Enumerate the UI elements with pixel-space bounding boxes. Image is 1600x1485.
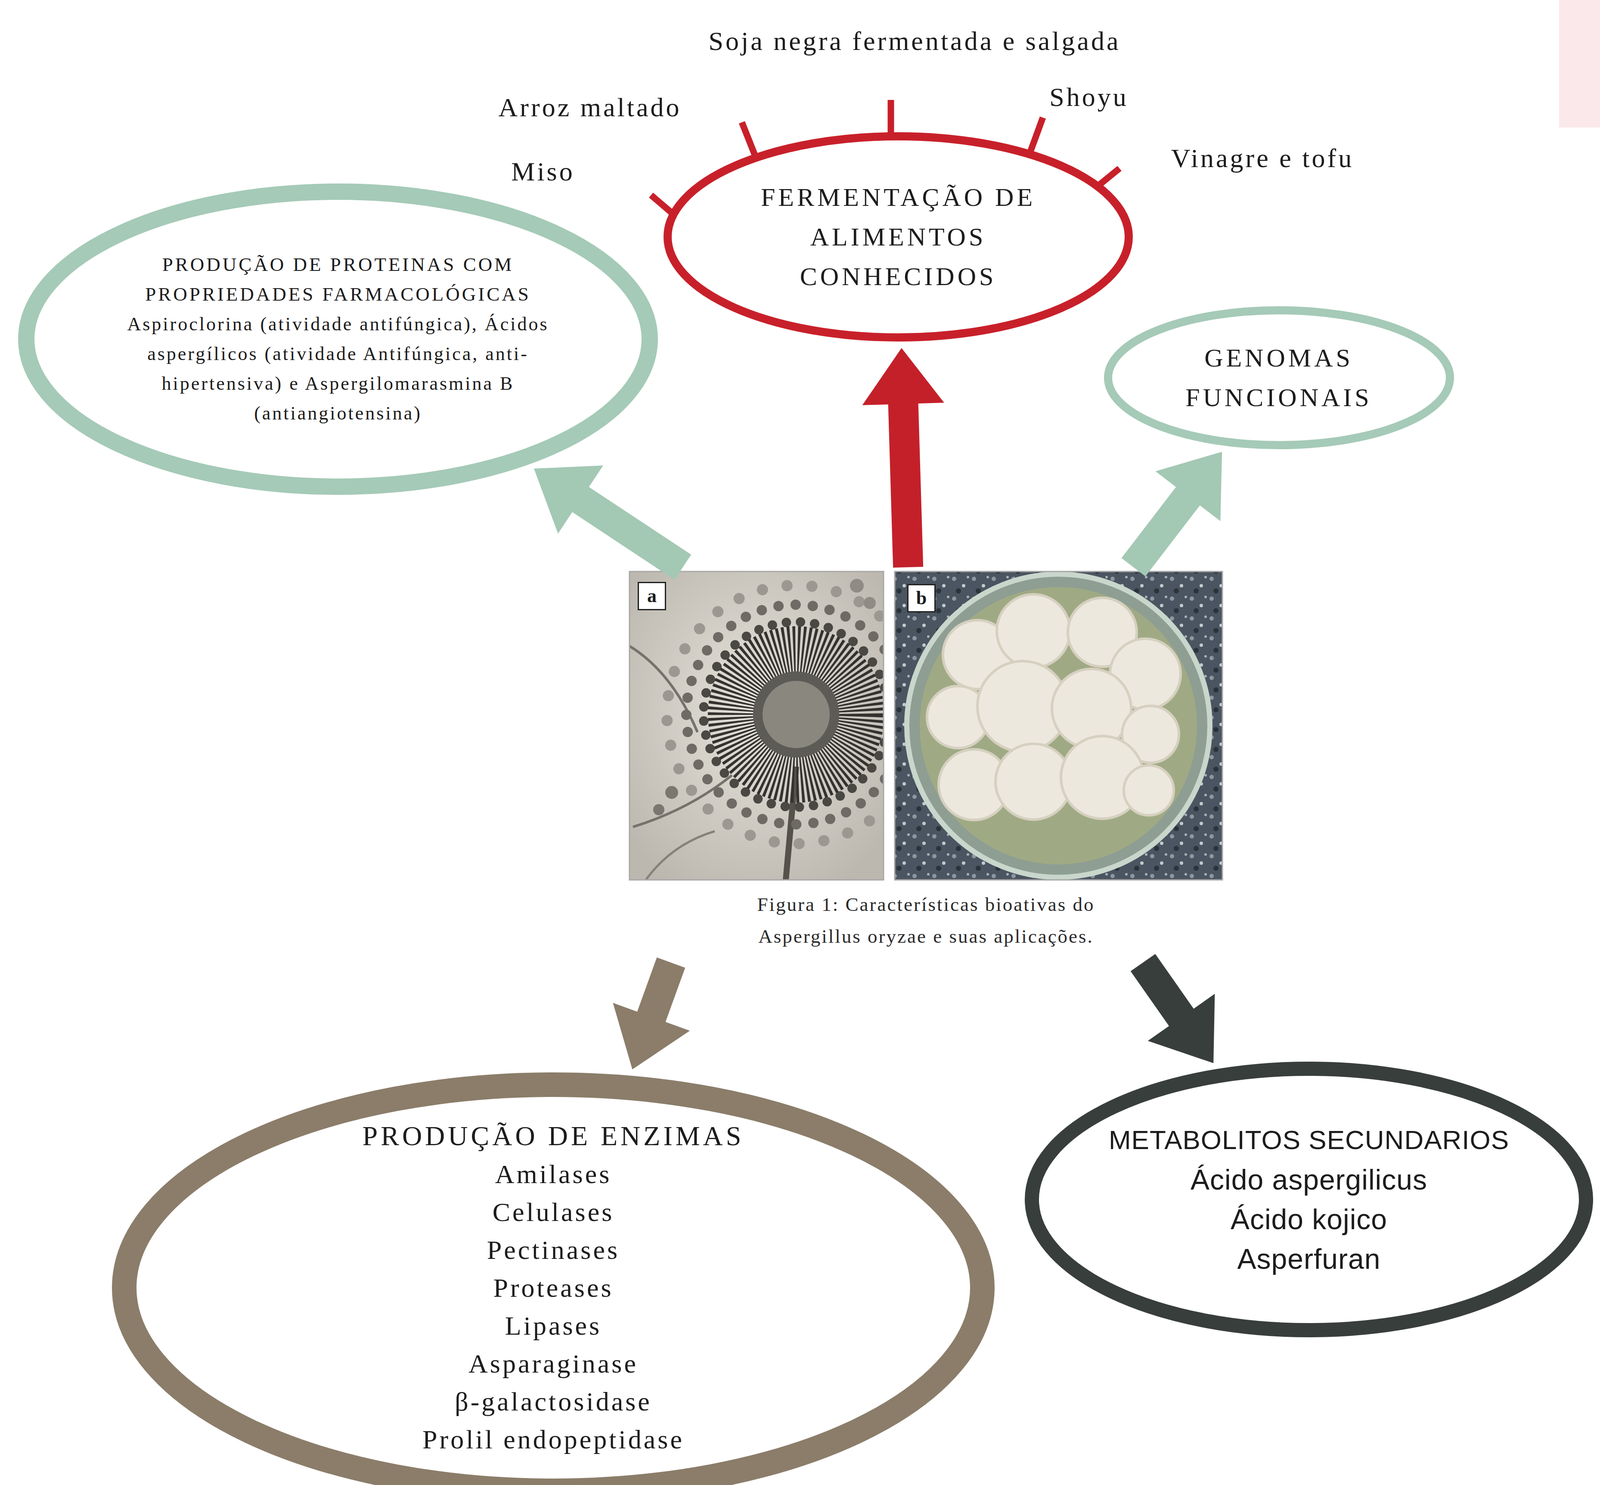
list-item: Lipases [505, 1306, 602, 1345]
hypha [645, 831, 715, 880]
colony [996, 594, 1070, 668]
fermentation-ellipse: FERMENTAÇÃO DE ALIMENTOS CONHECIDOS [663, 132, 1133, 342]
spike [651, 195, 672, 213]
panel-letter: b [916, 587, 927, 609]
ellipse-outline [26, 191, 650, 487]
ellipse-outline [124, 1084, 983, 1485]
arrow-head [1147, 993, 1216, 1064]
bench-ground [894, 571, 1223, 880]
node-title: FERMENTAÇÃO DE ALIMENTOS CONHECIDOS [725, 177, 1071, 297]
phialides [731, 649, 861, 779]
food-label: Arroz maltado [498, 89, 682, 125]
petri-photo [894, 571, 1223, 880]
spores [703, 621, 884, 807]
spore [665, 785, 679, 799]
spike [741, 122, 756, 156]
ellipse-frame [1103, 306, 1455, 450]
vesicle-core [762, 680, 830, 748]
arrow-shaft [578, 498, 683, 568]
block-arrow [862, 347, 945, 568]
spores [666, 585, 884, 844]
protein-ellipse: PRODUÇÃO DE PROTEINAS COM PROPRIEDADES F… [18, 183, 658, 495]
spore [653, 803, 665, 816]
photo-frame [894, 571, 1223, 880]
ellipse-outline [1107, 310, 1450, 446]
ellipse-frame [18, 183, 658, 495]
spore [863, 596, 876, 609]
panel-letter: a [647, 585, 657, 607]
node-body: Aspiroclorina (atividade antifúngica), Á… [107, 309, 569, 428]
arrow-head [612, 1002, 690, 1070]
spores [686, 604, 884, 825]
spike [1029, 117, 1043, 153]
list-item: Prolil endopeptidase [422, 1420, 685, 1458]
vesicle [753, 671, 840, 758]
photo-frame [629, 571, 884, 880]
node-heading: METABOLITOS SECUNDARIOS [1108, 1119, 1510, 1160]
list-item: Ácido aspergilicus [1190, 1159, 1428, 1200]
dish-rim [906, 573, 1210, 878]
arrow-head [862, 347, 945, 406]
list-item: Amilases [495, 1154, 612, 1193]
spike [1098, 168, 1120, 186]
block-arrow [1133, 451, 1222, 568]
panel-tag: a [637, 581, 667, 611]
hypha [632, 775, 732, 827]
arrow-head [1155, 451, 1223, 521]
arrow-shaft [903, 401, 909, 568]
figure-caption: Figura 1: Características bioativas do A… [710, 888, 1142, 952]
list-item: Proteases [493, 1268, 614, 1307]
genome-ellipse: GENOMAS FUNCIONAIS [1103, 306, 1455, 450]
figure-panel: Figura 1: Características bioativas do A… [629, 571, 1223, 959]
node-heading: PRODUÇÃO DE ENZIMAS [362, 1116, 745, 1155]
food-label: Miso [511, 154, 575, 189]
block-arrow [612, 962, 690, 1070]
list-item: β-galactosidase [454, 1382, 652, 1421]
arrow-shaft [1133, 494, 1190, 568]
enzyme-ellipse: PRODUÇÃO DE ENZIMASAmilasesCelulasesPect… [111, 1072, 995, 1485]
spore [849, 578, 864, 593]
list-item: Celulases [492, 1192, 615, 1231]
arrow-shaft [1142, 962, 1183, 1019]
panel-tag: b [907, 583, 936, 613]
list-item: Asperfuran [1237, 1238, 1381, 1279]
node-title: GENOMAS FUNCIONAIS [1153, 337, 1404, 418]
node-heading: PRODUÇÃO DE PROTEINAS COM PROPRIEDADES F… [107, 249, 569, 310]
arrow-shaft [650, 962, 671, 1019]
list-item: Ácido kojico [1230, 1199, 1388, 1239]
block-arrow [1142, 962, 1215, 1064]
food-label: Shoyu [1049, 79, 1129, 115]
ellipse-frame [1024, 1061, 1594, 1337]
agar [919, 586, 1197, 865]
ellipse-outline [667, 136, 1129, 338]
list-item: Asparaginase [468, 1344, 639, 1383]
ellipse-outline [1032, 1068, 1587, 1331]
colonies [927, 594, 1181, 820]
block-arrow [533, 465, 683, 568]
arrow-head [533, 465, 604, 534]
food-label: Soja negra fermentada e salgada [708, 23, 1121, 59]
micrograph [629, 571, 884, 880]
corner-band [1559, 0, 1600, 128]
list-item: Pectinases [486, 1230, 620, 1269]
food-label: Vinagre e tofu [1171, 140, 1354, 176]
metabolite-ellipse: METABOLITOS SECUNDARIOSÁcido aspergilicu… [1024, 1061, 1594, 1337]
colony [1123, 765, 1174, 816]
spike [887, 99, 895, 136]
